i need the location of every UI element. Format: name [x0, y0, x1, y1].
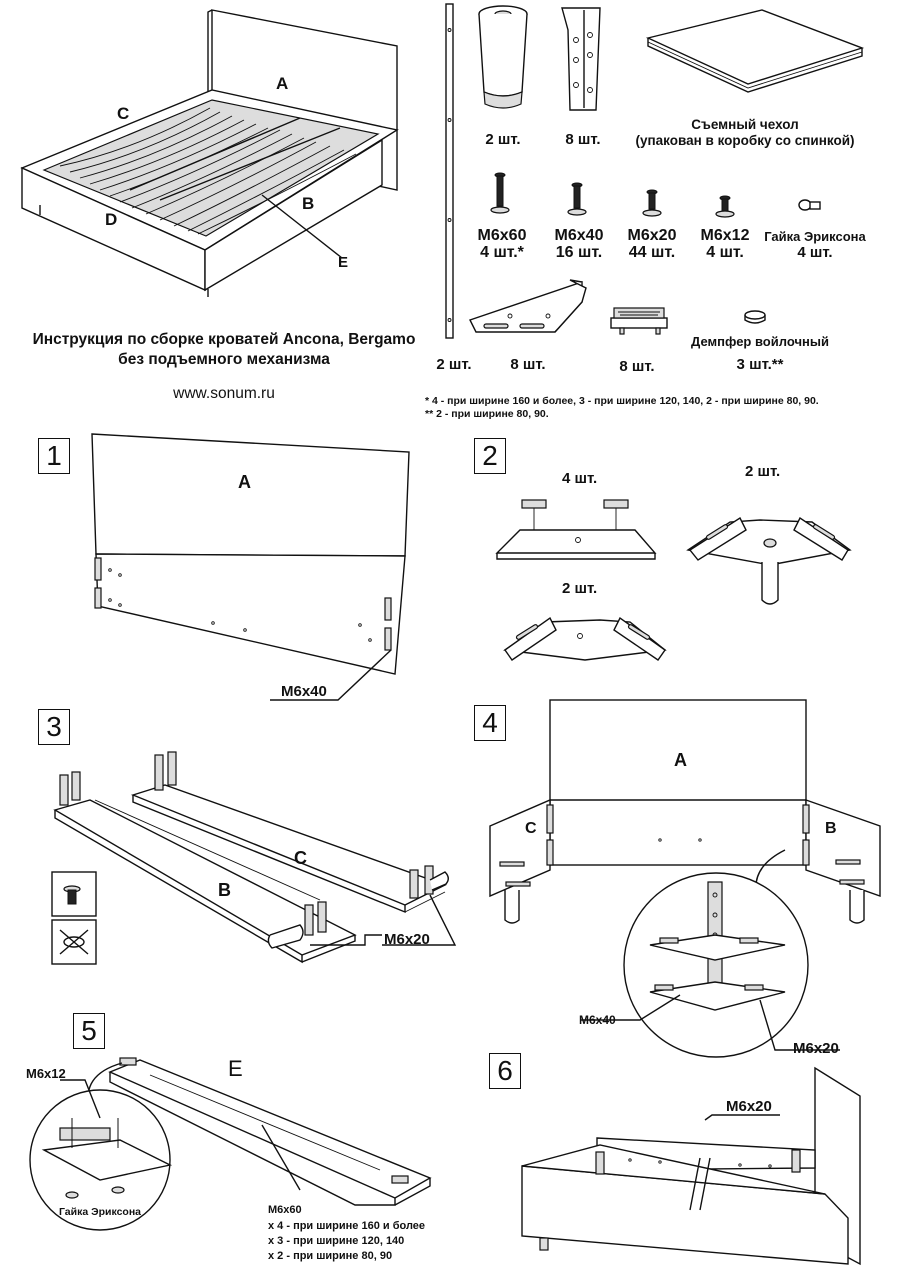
bed-label-c: C [117, 104, 130, 123]
bed-label-a: A [276, 74, 289, 93]
step-5-note-2: x 3 - при ширине 120, 140 [268, 1235, 405, 1247]
legs-qty: 2 шт. [485, 131, 521, 148]
bed-label-b: B [302, 194, 315, 213]
fastener-m6x12-qty: 4 шт. [706, 244, 744, 261]
fastener-m6x40-name: M6x40 [554, 227, 604, 244]
rails-qty: 2 шт. [436, 356, 472, 373]
step-4-screw-1-label: M6x40 [579, 1013, 616, 1027]
step-3-screw-label: M6x20 [384, 931, 430, 948]
step-2-qty-bottom: 2 шт. [562, 580, 598, 597]
brackets-qty: 8 шт. [510, 356, 546, 373]
step-6-screw-label: M6x20 [726, 1098, 772, 1115]
step-5-nut-label: Гайка Эриксона [58, 1206, 142, 1218]
step-5-note-3: x 2 - при ширине 80, 90 [268, 1250, 393, 1262]
holders-qty: 8 шт. [619, 358, 655, 375]
step-4-side-b-label: B [825, 820, 837, 837]
step-2-qty-right: 2 шт. [745, 463, 781, 480]
fastener-nut-name: Гайка Эриксона [764, 229, 866, 244]
cover-name: Съемный чехол [691, 117, 799, 132]
felt-qty: 3 шт.** [736, 356, 784, 373]
step-1-screw-label: M6x40 [281, 683, 327, 700]
felt-name: Демпфер войлочный [691, 334, 829, 349]
step-3-rail-c-label: C [294, 848, 307, 868]
step-2-qty-left: 4 шт. [562, 470, 598, 487]
bed-label-d: D [105, 210, 118, 229]
footnote-2: ** 2 - при ширине 80, 90. [425, 408, 549, 420]
footnote-1: * 4 - при ширине 160 и более, 3 - при ши… [425, 395, 819, 407]
step-4-screw-2-label: M6x20 [793, 1040, 839, 1057]
step-1-panel-label: A [238, 472, 251, 492]
step-5-number: 5 [73, 1013, 105, 1049]
title-line-2: без подъемного механизма [118, 351, 330, 368]
step-6-number: 6 [489, 1053, 521, 1089]
fastener-m6x60-qty: 4 шт.* [480, 244, 524, 261]
step-5-screw-label: M6x60 [268, 1204, 302, 1216]
fastener-m6x12-name: M6x12 [700, 227, 750, 244]
step-5-note-1: x 4 - при ширине 160 и более [268, 1220, 426, 1232]
cover-note: (упакован в коробку со спинкой) [635, 133, 855, 148]
fastener-nut-qty: 4 шт. [797, 244, 833, 261]
step-4-panel-label: A [674, 750, 687, 770]
step-3-number: 3 [38, 709, 70, 745]
step-4-side-c-label: C [525, 820, 537, 837]
step-3-rail-b-label: B [218, 880, 231, 900]
website-link[interactable]: www.sonum.ru [173, 385, 275, 402]
fastener-m6x20-qty: 44 шт. [628, 244, 676, 261]
step-2-number: 2 [474, 438, 506, 474]
step-4-number: 4 [474, 705, 506, 741]
fastener-m6x60-name: M6x60 [477, 227, 527, 244]
bed-label-e: E [338, 254, 349, 271]
fastener-m6x40-qty: 16 шт. [555, 244, 603, 261]
step-5-screw-top-label: M6x12 [26, 1066, 66, 1081]
title-line-1: Инструкция по сборке кроватей Ancona, Be… [32, 331, 416, 348]
step-1-number: 1 [38, 438, 70, 474]
hinges-qty: 8 шт. [565, 131, 601, 148]
step-5-beam-label: E [228, 1056, 243, 1081]
fastener-m6x20-name: M6x20 [627, 227, 677, 244]
